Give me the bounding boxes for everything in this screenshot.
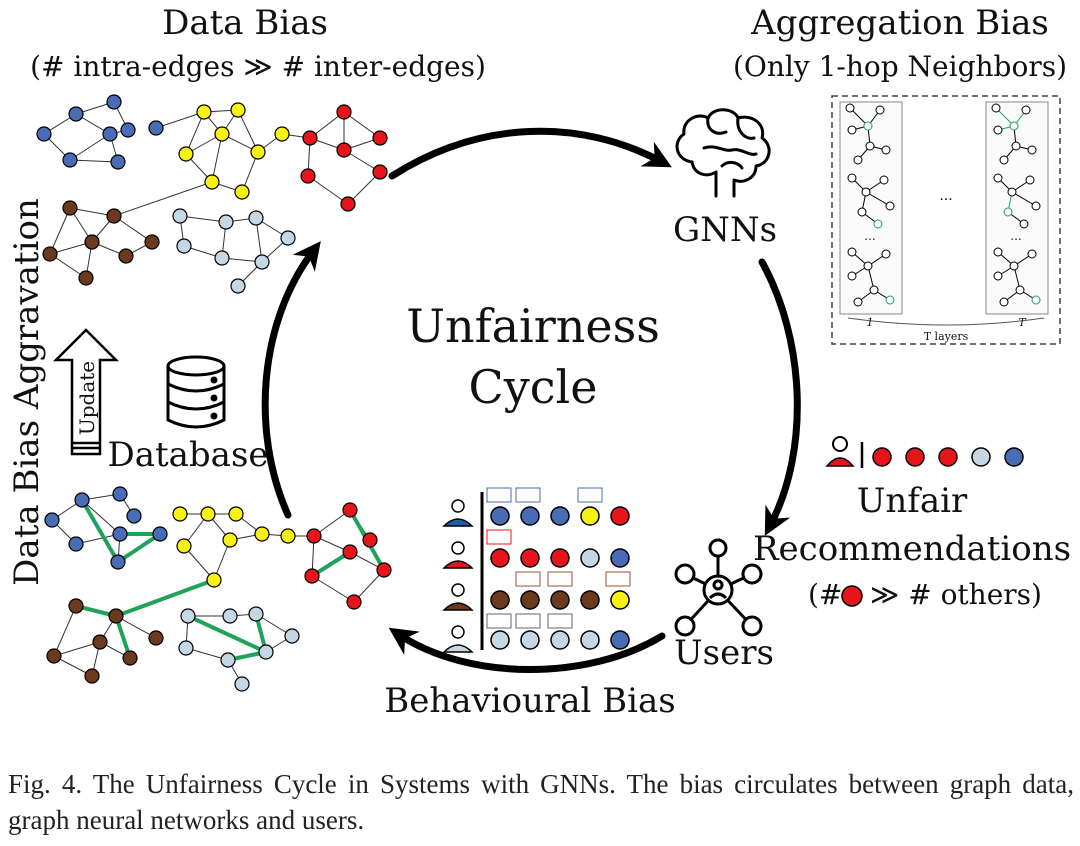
cycle-title-line1: Unfairness — [406, 299, 660, 353]
aggregation-bias-subtitle: (Only 1-hop Neighbors) — [733, 50, 1067, 83]
data-bias-aggravation-label: Data Bias Aggravation — [7, 198, 47, 586]
graph-bottom — [44, 486, 392, 692]
cycle-arrows — [261, 127, 801, 673]
update-arrow-icon — [52, 328, 120, 456]
arrow-to-users — [758, 258, 801, 536]
layer-first-label: 1 — [867, 316, 874, 329]
users-label: Users — [674, 633, 774, 673]
graph-top — [36, 94, 388, 294]
figure-caption: Fig. 4. The Unfairness Cycle in Systems … — [8, 769, 1074, 835]
rec-note-suffix: ≫ # others) — [870, 578, 1042, 611]
layer-ellipsis-last: ... — [1010, 229, 1021, 243]
rec-note-red-dot — [841, 585, 863, 607]
behavioural-bias-label: Behavioural Bias — [384, 681, 676, 721]
layer-ellipsis-first: ... — [864, 229, 875, 243]
layer-last-label: T — [1018, 316, 1027, 329]
database-label: Database — [107, 435, 268, 475]
behaviour-matrix — [442, 487, 631, 653]
arrow-to-behaviour — [388, 627, 666, 673]
update-label: Update — [75, 361, 99, 435]
recommendation-row — [825, 436, 1024, 468]
rec-note-prefix: (# — [808, 578, 842, 611]
database-icon — [166, 355, 226, 429]
arrow-to-data — [261, 241, 321, 519]
user-icon-red — [825, 436, 855, 467]
layers-label: T layers — [924, 330, 969, 343]
arrow-to-gnns — [388, 127, 672, 180]
data-bias-title: Data Bias — [162, 3, 328, 43]
aggregation-bias-title: Aggregation Bias — [750, 3, 1049, 43]
brain-icon — [675, 108, 771, 198]
recommendations-label: Recommendations — [753, 529, 1071, 569]
gnns-label: GNNs — [673, 210, 777, 250]
data-bias-subtitle: (# intra-edges ≫ # inter-edges) — [30, 50, 486, 83]
unfair-label: Unfair — [857, 481, 968, 521]
cycle-title-line2: Cycle — [469, 360, 598, 414]
layer-ellipsis-middle: ... — [939, 188, 952, 204]
aggregation-layers-panel: ... ... ... 1 T T layers — [831, 95, 1061, 345]
users-network-icon — [674, 538, 763, 637]
